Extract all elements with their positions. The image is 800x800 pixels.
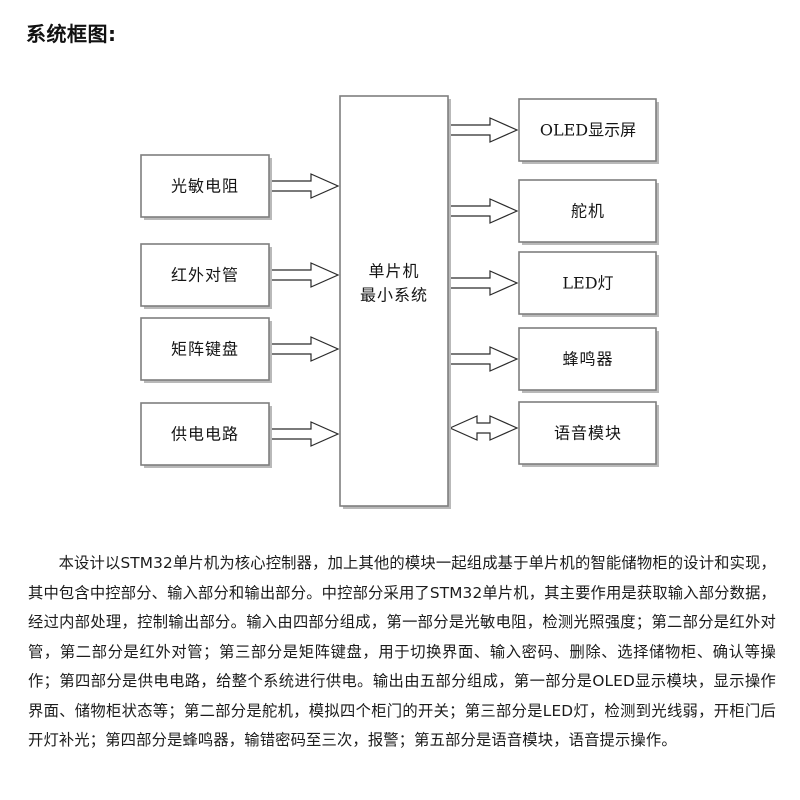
- block-led-light-label: LED灯: [562, 274, 613, 293]
- arrow-keypad-to-mcu: [270, 336, 340, 362]
- diagram-canvas: 单片机 最小系统 光敏电阻 红外对管 矩阵键盘 供电电路 OLE: [140, 95, 659, 509]
- block-buzzer[interactable]: 蜂鸣器: [518, 327, 659, 393]
- block-voice-module-label: 语音模块: [554, 424, 622, 443]
- block-servo[interactable]: 舵机: [518, 179, 659, 245]
- page-title: 系统框图:: [26, 22, 117, 46]
- arrow-mcu-voice-bidirectional: [448, 415, 519, 441]
- block-photoresistor[interactable]: 光敏电阻: [140, 154, 272, 220]
- block-buzzer-label: 蜂鸣器: [562, 350, 613, 369]
- block-power-supply-circuit[interactable]: 供电电路: [140, 402, 272, 468]
- block-mcu-label-line2: 最小系统: [360, 286, 428, 305]
- block-oled-display-label: OLED显示屏: [540, 121, 636, 140]
- block-power-supply-circuit-label: 供电电路: [171, 425, 239, 444]
- system-block-diagram: 单片机 最小系统 光敏电阻 红外对管 矩阵键盘 供电电路 OLE: [0, 80, 800, 530]
- arrow-mcu-to-led: [449, 270, 519, 296]
- block-photoresistor-label: 光敏电阻: [171, 177, 239, 196]
- arrow-infrared-to-mcu: [270, 262, 340, 288]
- block-infrared-pair-tube[interactable]: 红外对管: [140, 243, 272, 309]
- arrow-power-to-mcu: [270, 421, 340, 447]
- block-mcu-min-system[interactable]: 单片机 最小系统: [339, 95, 451, 509]
- block-servo-label: 舵机: [571, 202, 605, 221]
- block-matrix-keypad[interactable]: 矩阵键盘: [140, 317, 272, 383]
- arrow-photoresistor-to-mcu: [270, 173, 340, 199]
- block-matrix-keypad-label: 矩阵键盘: [171, 340, 239, 359]
- block-mcu-label-line1: 单片机: [368, 262, 419, 281]
- description-paragraph: 本设计以STM32单片机为核心控制器，加上其他的模块一起组成基于单片机的智能储物…: [28, 554, 776, 750]
- block-voice-module[interactable]: 语音模块: [518, 401, 659, 467]
- arrow-mcu-to-oled: [449, 117, 519, 143]
- block-oled-display[interactable]: OLED显示屏: [518, 98, 659, 164]
- block-led-light[interactable]: LED灯: [518, 251, 659, 317]
- arrow-mcu-to-buzzer: [449, 346, 519, 372]
- arrow-mcu-to-servo: [449, 198, 519, 224]
- block-infrared-pair-tube-label: 红外对管: [171, 266, 239, 285]
